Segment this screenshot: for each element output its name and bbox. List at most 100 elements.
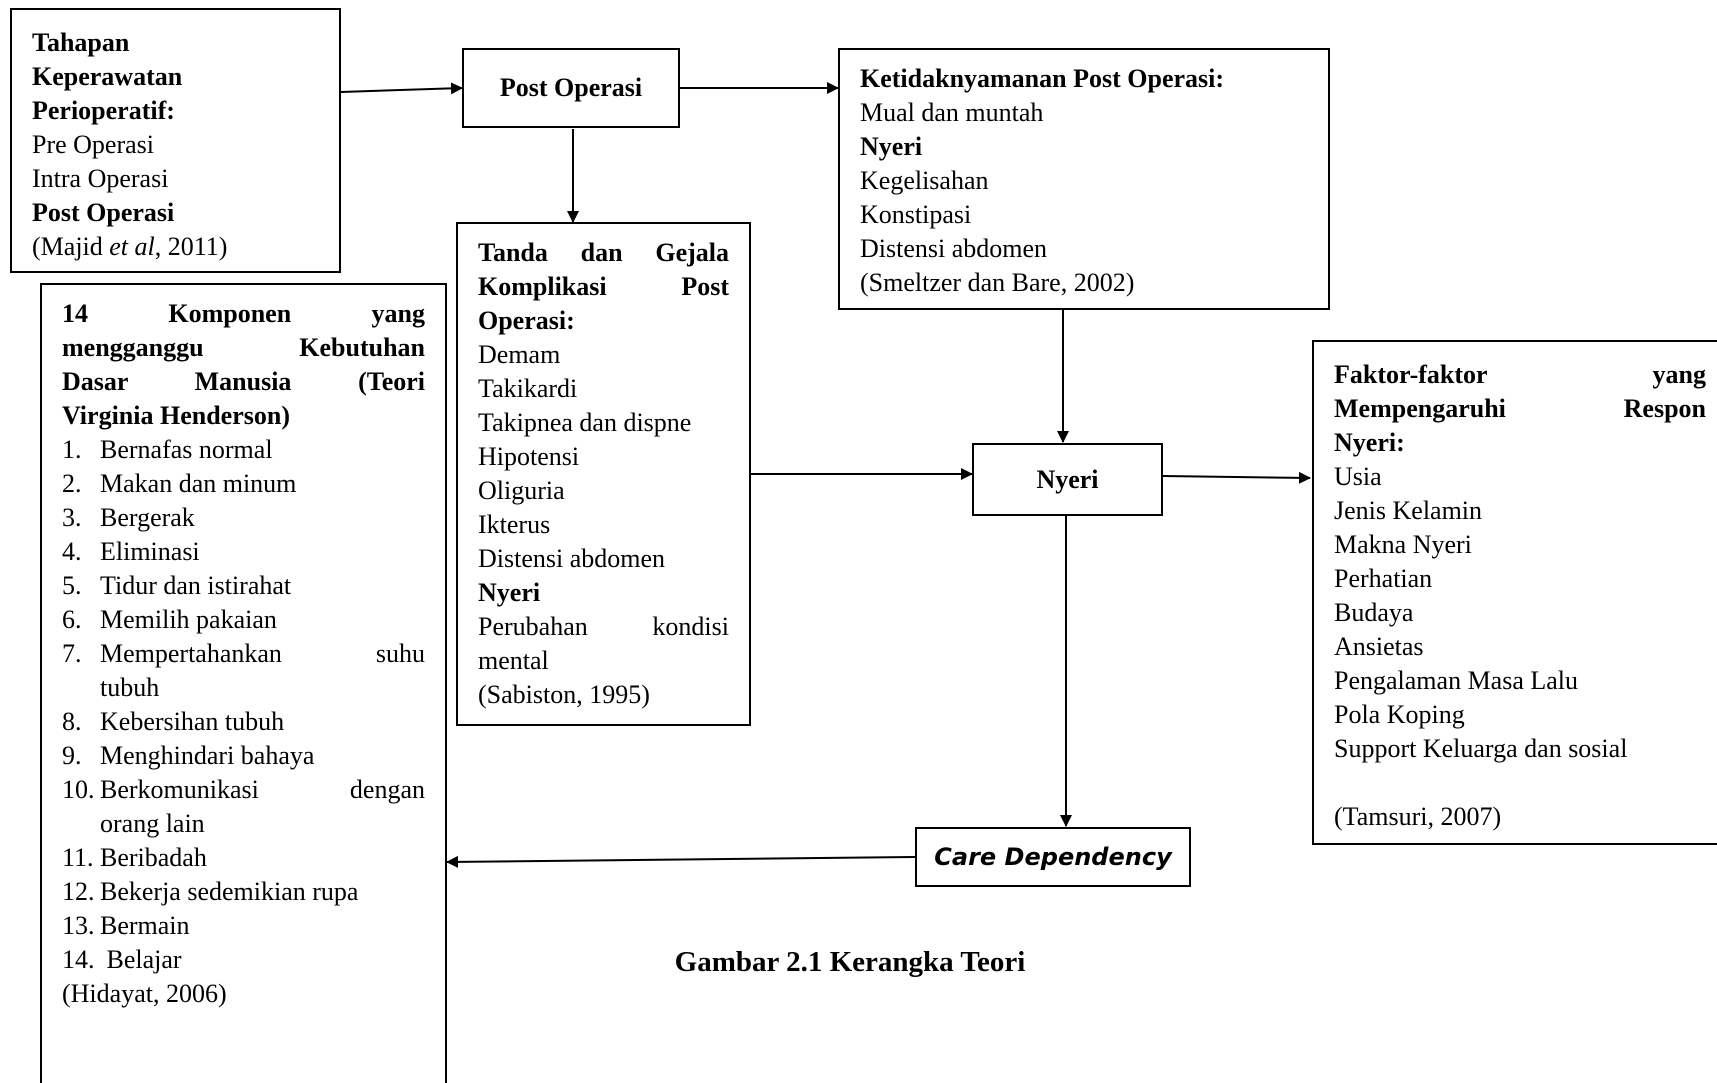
item-text: Beribadah bbox=[100, 843, 207, 872]
list-item: 11.Beribadah bbox=[62, 841, 425, 875]
post-operasi-label: Post Operasi bbox=[499, 73, 643, 102]
box-14-komponen: 14 Komponen yang mengganggu Kebutuhan Da… bbox=[40, 283, 447, 1083]
item-text-cont: orang lain bbox=[100, 809, 205, 838]
tanda-item-perubahan: Perubahan kondisi bbox=[478, 612, 729, 641]
item-number: 4. bbox=[62, 537, 82, 566]
item-number: 10. bbox=[62, 775, 95, 804]
faktor-item: Jenis Kelamin bbox=[1334, 496, 1483, 525]
ketidaknyamanan-item: Distensi abdomen bbox=[860, 234, 1048, 263]
ketidaknyamanan-item-nyeri: Nyeri bbox=[860, 132, 923, 161]
komponen-title-3: Dasar Manusia (Teori bbox=[62, 367, 425, 396]
tahapan-title-1: Tahapan bbox=[32, 28, 130, 57]
box-tanda-gejala-komplikasi: Tanda dan Gejala Komplikasi Post Operasi… bbox=[456, 222, 751, 726]
ketidaknyamanan-reference: (Smeltzer dan Bare, 2002) bbox=[860, 268, 1135, 297]
item-number: 1. bbox=[62, 435, 82, 464]
item-text: Berkomunikasi dengan bbox=[100, 775, 425, 804]
list-item: 14. Belajar bbox=[62, 943, 425, 977]
tanda-item: Ikterus bbox=[478, 510, 551, 539]
faktor-title-2: Mempengaruhi Respon bbox=[1334, 394, 1706, 423]
tanda-item-nyeri: Nyeri bbox=[478, 578, 541, 607]
item-text: Bergerak bbox=[100, 503, 195, 532]
faktor-item: Makna Nyeri bbox=[1334, 530, 1472, 559]
tahapan-title-3: Perioperatif: bbox=[32, 96, 175, 125]
item-number: 6. bbox=[62, 605, 82, 634]
list-item: 8.Kebersihan tubuh bbox=[62, 705, 425, 739]
box-post-operasi: Post Operasi bbox=[462, 48, 680, 128]
care-dependency-label: Care Dependency bbox=[934, 843, 1172, 871]
item-text: Belajar bbox=[100, 945, 182, 974]
list-item: 12.Bekerja sedemikian rupa bbox=[62, 875, 425, 909]
tahapan-ref-part1: (Majid bbox=[32, 232, 110, 261]
ketidaknyamanan-item: Konstipasi bbox=[860, 200, 972, 229]
tanda-item: Oliguria bbox=[478, 476, 565, 505]
faktor-item: Budaya bbox=[1334, 598, 1414, 627]
arrow-tahapan-to-post-operasi bbox=[340, 82, 463, 95]
nyeri-label: Nyeri bbox=[1036, 464, 1099, 494]
tanda-reference: (Sabiston, 1995) bbox=[478, 680, 650, 709]
tanda-title-3: Operasi: bbox=[478, 306, 575, 335]
box-nyeri: Nyeri bbox=[972, 443, 1163, 516]
faktor-item: Pola Koping bbox=[1334, 700, 1465, 729]
tahapan-item-intra: Intra Operasi bbox=[32, 164, 169, 193]
item-text: Kebersihan tubuh bbox=[100, 707, 285, 736]
tahapan-item-post: Post Operasi bbox=[32, 198, 175, 227]
list-item: 9.Menghindari bahaya bbox=[62, 739, 425, 773]
item-text: Eliminasi bbox=[100, 537, 200, 566]
arrow-nyeri-to-faktor bbox=[1162, 471, 1311, 484]
tahapan-reference: (Majid et al, 2011) bbox=[32, 230, 319, 264]
tahapan-ref-italic: et al bbox=[109, 232, 155, 261]
list-item: 1. Bernafas normal bbox=[62, 433, 425, 467]
item-number: 3. bbox=[62, 503, 82, 532]
komponen-title-2: mengganggu Kebutuhan bbox=[62, 333, 425, 362]
tanda-item: Distensi abdomen bbox=[478, 544, 666, 573]
ketidaknyamanan-item-mual: Mual dan muntah bbox=[860, 98, 1044, 127]
komponen-title-1: 14 Komponen yang bbox=[62, 299, 425, 328]
faktor-item: Support Keluarga dan sosial bbox=[1334, 734, 1628, 763]
faktor-reference: (Tamsuri, 2007) bbox=[1334, 802, 1502, 831]
tanda-item: Hipotensi bbox=[478, 442, 580, 471]
item-number: 12. bbox=[62, 877, 95, 906]
faktor-title-1: Faktor-faktor yang bbox=[1334, 360, 1706, 389]
faktor-item: Ansietas bbox=[1334, 632, 1424, 661]
list-item: 13.Bermain bbox=[62, 909, 425, 943]
item-text: Tidur dan istirahat bbox=[100, 571, 292, 600]
list-item: 5. Tidur dan istirahat bbox=[62, 569, 425, 603]
arrow-care-to-komponen bbox=[446, 855, 916, 868]
ketidaknyamanan-item: Kegelisahan bbox=[860, 166, 989, 195]
item-number: 7. bbox=[62, 639, 82, 668]
box-ketidaknyamanan-post-operasi: Ketidaknyamanan Post Operasi: Mual dan m… bbox=[838, 48, 1330, 310]
item-number: 5. bbox=[62, 571, 82, 600]
list-item: 10.Berkomunikasi dengan orang lain bbox=[62, 773, 425, 841]
box-tahapan-perioperatif: Tahapan Keperawatan Perioperatif: Pre Op… bbox=[10, 8, 341, 273]
item-text: Mempertahankan suhu bbox=[100, 639, 425, 668]
item-text: Bermain bbox=[100, 911, 190, 940]
komponen-list: 1. Bernafas normal 2.Makan dan minum 3. Be… bbox=[62, 433, 425, 977]
item-text: Bernafas normal bbox=[100, 435, 273, 464]
faktor-spacer bbox=[1334, 766, 1706, 800]
list-item: 3. Bergerak bbox=[62, 501, 425, 535]
tanda-title-1: Tanda dan Gejala bbox=[478, 238, 729, 267]
item-number: 9. bbox=[62, 741, 82, 770]
item-text: Bekerja sedemikian rupa bbox=[100, 877, 359, 906]
figure-caption: Gambar 2.1 Kerangka Teori bbox=[674, 946, 1026, 978]
tanda-item: Takipnea dan dispne bbox=[478, 408, 692, 437]
tahapan-item-pre: Pre Operasi bbox=[32, 130, 155, 159]
item-number: 2. bbox=[62, 469, 82, 498]
tanda-item: Takikardi bbox=[478, 374, 578, 403]
list-item: 6.Memilih pakaian bbox=[62, 603, 425, 637]
ketidaknyamanan-title: Ketidaknyamanan Post Operasi: bbox=[860, 64, 1225, 93]
box-faktor-faktor: Faktor-faktor yang Mempengaruhi Respon N… bbox=[1312, 340, 1717, 845]
tahapan-title-2: Keperawatan bbox=[32, 62, 183, 91]
komponen-title-4: Virginia Henderson) bbox=[62, 401, 290, 430]
list-item: 4. Eliminasi bbox=[62, 535, 425, 569]
komponen-reference: (Hidayat, 2006) bbox=[62, 979, 227, 1008]
faktor-item: Pengalaman Masa Lalu bbox=[1334, 666, 1579, 695]
list-item: 2.Makan dan minum bbox=[62, 467, 425, 501]
faktor-item: Perhatian bbox=[1334, 564, 1433, 593]
tanda-title-2: Komplikasi Post bbox=[478, 272, 729, 301]
item-number: 14. bbox=[62, 945, 95, 974]
item-number: 13. bbox=[62, 911, 95, 940]
tanda-item: Demam bbox=[478, 340, 561, 369]
